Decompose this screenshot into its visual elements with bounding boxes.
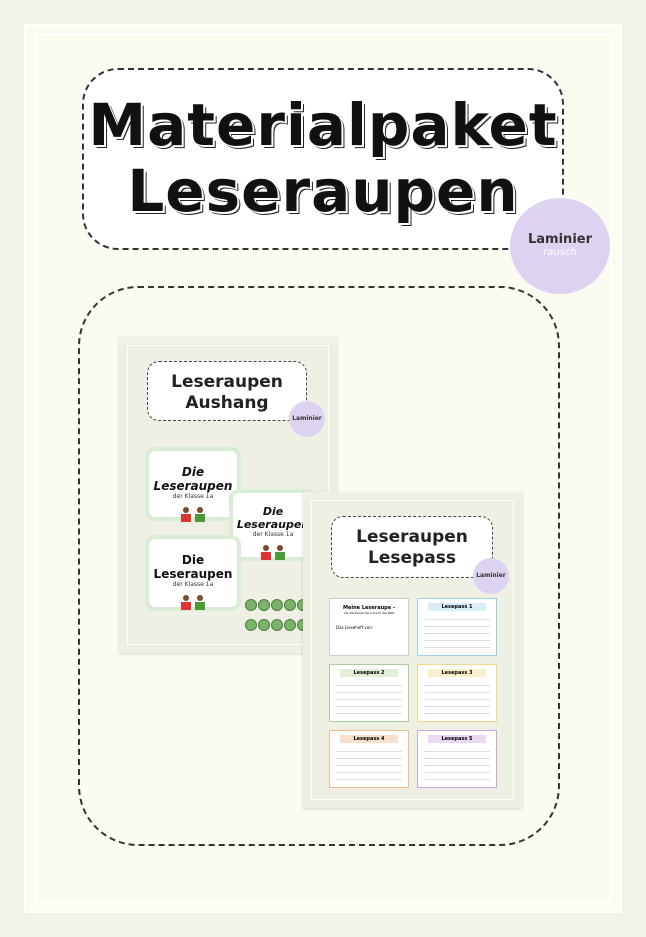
aushang-badge: Laminier bbox=[289, 401, 325, 437]
pass-sheet: Lesepass 5 bbox=[417, 730, 497, 788]
pass-sheet: Lesepass 1 bbox=[417, 598, 497, 656]
title-line-1: Materialpaket bbox=[88, 91, 558, 159]
lesepass-title-line-1: Leseraupen bbox=[356, 527, 468, 547]
brand-script: rausch bbox=[543, 247, 577, 258]
cover-title: Meine Leseraupe - bbox=[343, 605, 395, 611]
title-line-2: Leseraupen bbox=[127, 157, 519, 225]
pass-label: Lesepass 4 bbox=[340, 735, 398, 743]
caterpillar-icon bbox=[245, 619, 309, 631]
lesepass-title-line-2: Lesepass bbox=[368, 548, 456, 568]
reading-kids-icon bbox=[181, 507, 205, 522]
lesepass-page-frame bbox=[311, 500, 514, 800]
title-box: Materialpaket Leseraupen bbox=[82, 68, 564, 250]
pass-rows bbox=[424, 745, 490, 780]
cover-subtitle: mit Kinderbüchern durch die Welt bbox=[343, 611, 395, 615]
class-card: Die Leseraupen der Klasse 1a bbox=[145, 535, 241, 611]
pass-rows bbox=[336, 745, 402, 780]
caterpillar-icon bbox=[245, 599, 309, 611]
reading-kids-icon bbox=[261, 545, 285, 560]
pass-sheet: Lesepass 2 bbox=[329, 664, 409, 722]
card-title: Die Leseraupen bbox=[153, 553, 233, 581]
card-title: Die Leseraupen bbox=[236, 505, 310, 531]
sheet-frame bbox=[34, 34, 612, 903]
pass-sheet: Lesepass 4 bbox=[329, 730, 409, 788]
pass-sheet: Lesepass 3 bbox=[417, 664, 497, 722]
card-title: Die Leseraupen bbox=[153, 465, 233, 493]
pass-rows bbox=[424, 679, 490, 714]
lesepass-title: Leseraupen Lesepass bbox=[331, 516, 493, 578]
lesepass-badge-label: Laminier bbox=[476, 572, 506, 579]
cover-label: Das Lieseheft von: bbox=[336, 625, 374, 630]
aushang-title: Leseraupen Aushang bbox=[147, 361, 307, 421]
pass-rows bbox=[424, 613, 490, 648]
cover-sheet: Meine Leseraupe - mit Kinderbüchern durc… bbox=[329, 598, 409, 656]
reading-kids-icon bbox=[181, 595, 205, 610]
class-card: Die Leseraupen der Klasse 1a bbox=[145, 447, 241, 522]
brand-word: Laminier bbox=[528, 232, 592, 247]
pass-label: Lesepass 1 bbox=[428, 603, 486, 611]
card-subtitle: der Klasse 1a bbox=[172, 581, 214, 588]
lesepass-badge: Laminier bbox=[473, 558, 509, 594]
pass-label: Lesepass 3 bbox=[428, 669, 486, 677]
card-subtitle: der Klasse 1a bbox=[252, 531, 294, 538]
brand-badge: Laminier rausch bbox=[510, 198, 610, 294]
aushang-page: Leseraupen Aushang Laminier Die Leseraup… bbox=[119, 337, 337, 653]
pass-label: Lesepass 2 bbox=[340, 669, 398, 677]
card-subtitle: der Klasse 1a bbox=[172, 493, 214, 500]
pass-rows bbox=[336, 679, 402, 714]
aushang-title-line-1: Leseraupen bbox=[171, 372, 283, 392]
aushang-title-line-2: Aushang bbox=[185, 393, 269, 413]
lesepass-page: Leseraupen Lesepass Laminier Meine Leser… bbox=[303, 492, 522, 808]
pass-label: Lesepass 5 bbox=[428, 735, 486, 743]
title-heading: Materialpaket Leseraupen bbox=[84, 92, 562, 224]
aushang-badge-label: Laminier bbox=[292, 415, 322, 422]
